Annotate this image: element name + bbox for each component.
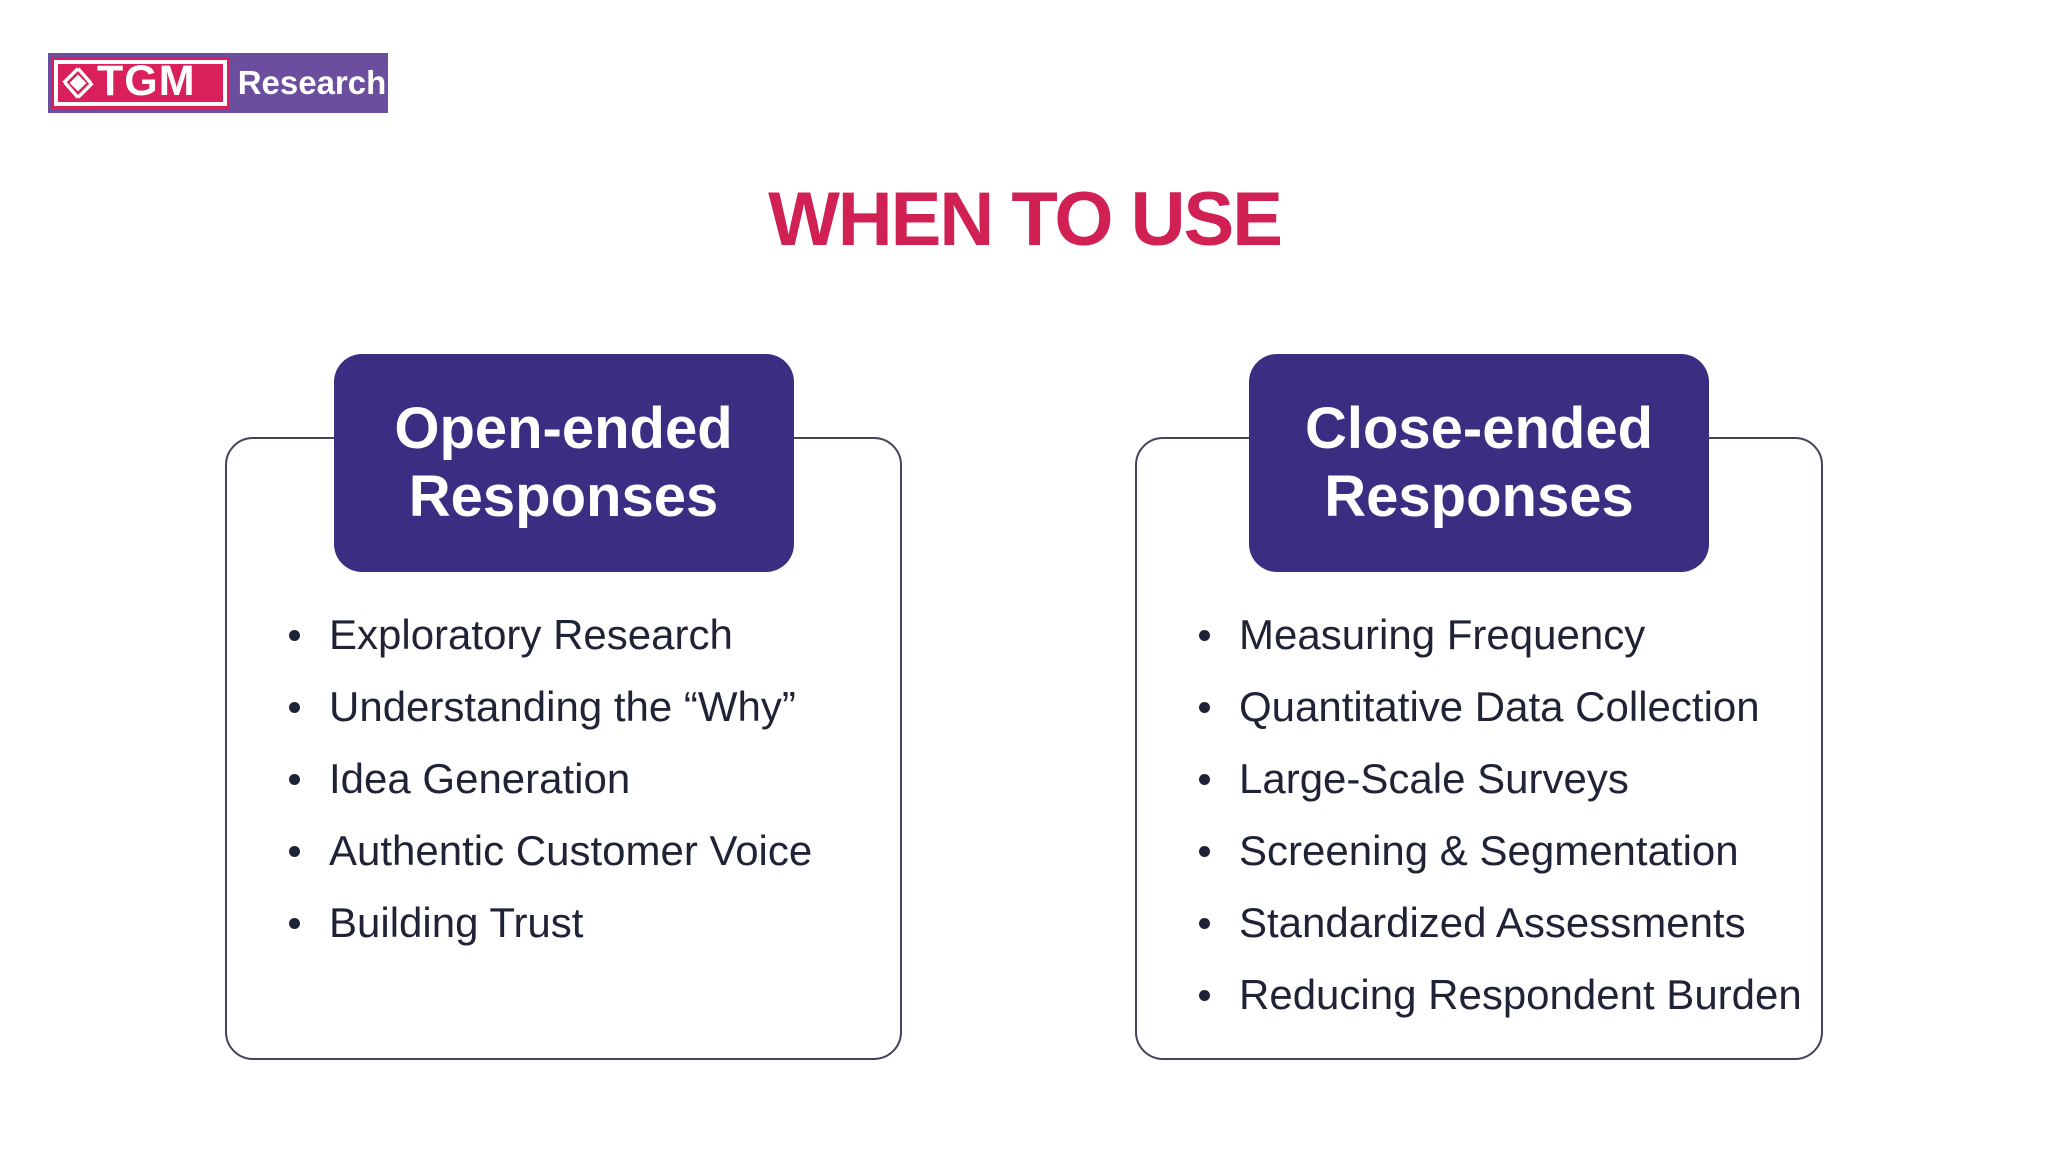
open-ended-card: Open-ended Responses Exploratory Researc… <box>225 354 902 1060</box>
list-item: Authentic Customer Voice <box>289 815 900 887</box>
open-ended-list: Exploratory Research Understanding the “… <box>227 599 900 959</box>
close-ended-card: Close-ended Responses Measuring Frequenc… <box>1135 354 1823 1060</box>
diamond-icon <box>62 67 94 99</box>
list-item: Quantitative Data Collection <box>1199 671 1821 743</box>
list-item: Large-Scale Surveys <box>1199 743 1821 815</box>
logo-brand-text: TGM <box>97 57 196 105</box>
close-ended-header-box: Close-ended Responses <box>1249 354 1709 572</box>
close-ended-list: Measuring Frequency Quantitative Data Co… <box>1137 599 1821 1031</box>
list-item: Building Trust <box>289 887 900 959</box>
list-item: Idea Generation <box>289 743 900 815</box>
logo-red-box: TGM <box>51 57 230 109</box>
logo-suffix-text: Research <box>237 64 387 101</box>
list-item: Measuring Frequency <box>1199 599 1821 671</box>
tgm-research-logo: TGM Research <box>48 53 388 113</box>
list-item: Understanding the “Why” <box>289 671 900 743</box>
list-item: Exploratory Research <box>289 599 900 671</box>
page-title: WHEN TO USE <box>768 177 1283 262</box>
list-item: Standardized Assessments <box>1199 887 1821 959</box>
list-item: Reducing Respondent Burden <box>1199 959 1821 1031</box>
open-ended-header-box: Open-ended Responses <box>333 354 794 572</box>
list-item: Screening & Segmentation <box>1199 815 1821 887</box>
